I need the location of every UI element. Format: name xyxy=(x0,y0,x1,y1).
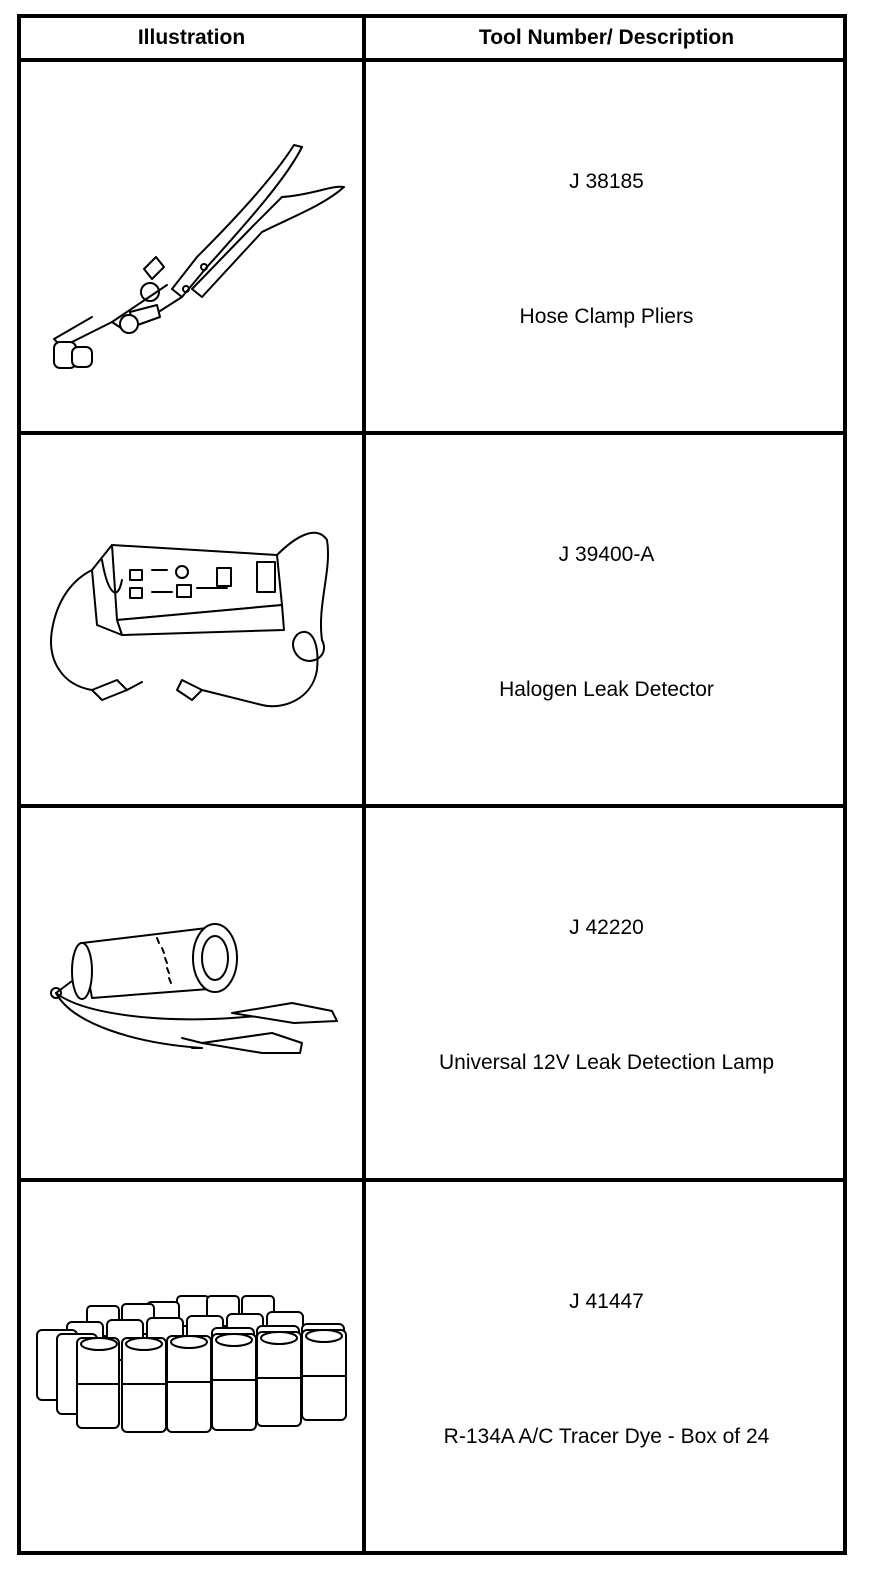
tools-table: Illustration Tool Number/ Description J … xyxy=(17,14,847,1555)
tool-number: J 41447 xyxy=(569,1290,644,1313)
hose-clamp-pliers-icon xyxy=(32,117,352,377)
tool-number: J 38185 xyxy=(569,170,644,193)
tool-description: R-134A A/C Tracer Dye - Box of 24 xyxy=(443,1425,770,1448)
leak-detection-lamp-icon xyxy=(32,903,352,1083)
tool-cell: J 41447 R-134A A/C Tracer Dye - Box of 2… xyxy=(366,1182,847,1555)
row-divider xyxy=(21,58,843,62)
tool-number: J 42220 xyxy=(569,916,644,939)
illustration-cell xyxy=(21,808,362,1178)
column-divider xyxy=(362,18,366,1551)
header-illustration: Illustration xyxy=(137,26,246,49)
illustration-cell xyxy=(21,1182,362,1555)
tool-description: Hose Clamp Pliers xyxy=(519,305,694,328)
tool-description: Halogen Leak Detector xyxy=(499,678,714,701)
halogen-leak-detector-icon xyxy=(32,510,352,730)
tool-cell: J 38185 Hose Clamp Pliers xyxy=(366,62,847,431)
row-divider xyxy=(21,804,843,808)
header-tool-number-description: Tool Number/ Description xyxy=(478,26,735,49)
row-divider xyxy=(21,431,843,435)
tracer-dye-box-icon xyxy=(27,1294,357,1444)
tool-cell: J 42220 Universal 12V Leak Detection Lam… xyxy=(366,808,847,1178)
tool-cell: J 39400-A Halogen Leak Detector xyxy=(366,435,847,804)
illustration-cell xyxy=(21,62,362,431)
illustration-cell xyxy=(21,435,362,804)
row-divider xyxy=(21,1178,843,1182)
tool-description: Universal 12V Leak Detection Lamp xyxy=(438,1051,774,1074)
tool-number: J 39400-A xyxy=(558,543,655,566)
